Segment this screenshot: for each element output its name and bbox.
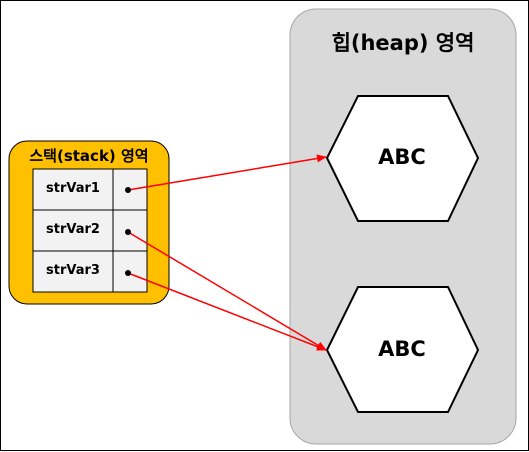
- stack-variable-strvar2: strVar2: [46, 222, 100, 237]
- heap-object-1-hexagon: [325, 95, 480, 222]
- stack-variable-strvar3: strVar3: [46, 263, 100, 278]
- heap-object-2-value: ABC: [378, 337, 426, 361]
- stack-title: 스택(stack) 영역: [29, 147, 149, 165]
- pointer-dot-strvar2: [125, 229, 131, 235]
- heap-object-2-hexagon: [325, 286, 480, 413]
- stack-variable-strvar1: strVar1: [46, 181, 100, 196]
- arrow-strvar1-to-heap-object-1: [127, 154, 327, 191]
- arrow-strvar3-to-heap-object-2: [127, 272, 327, 351]
- heap-title: 힙(heap) 영역: [331, 31, 475, 55]
- heap-object-1-value: ABC: [378, 145, 426, 169]
- pointer-dot-strvar1: [125, 187, 131, 193]
- pointer-dot-strvar3: [125, 270, 131, 276]
- arrow-strvar2-to-heap-object-2: [127, 231, 327, 351]
